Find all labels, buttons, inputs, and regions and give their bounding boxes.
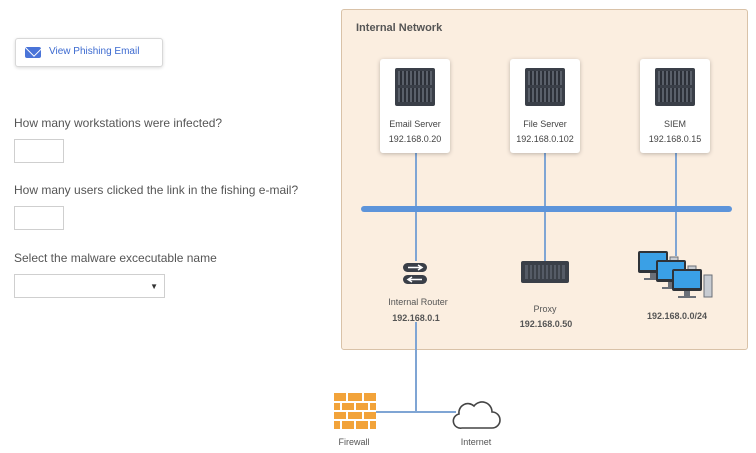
router-icon[interactable] <box>397 260 433 288</box>
siem-name: SIEM <box>663 119 686 129</box>
internal-network-title: Internal Network <box>356 22 443 34</box>
file-server-ip: 192.168.0.102 <box>516 134 574 144</box>
view-phishing-email-label: View Phishing Email <box>49 46 140 57</box>
file-server-name: File Server <box>523 119 567 129</box>
proxy-link <box>544 211 546 261</box>
firewall-icon[interactable] <box>333 392 377 430</box>
question-malware-name: Select the malware excecutable name <box>14 251 217 265</box>
siem-card[interactable]: SIEM 192.168.0.15 <box>640 59 710 153</box>
internet-label: Internet <box>460 437 492 447</box>
server-icon <box>525 68 565 106</box>
firewall-internet-link <box>372 411 456 413</box>
malware-name-select[interactable]: ▼ <box>14 274 165 298</box>
workstations-ip: 192.168.0.0/24 <box>646 311 708 321</box>
siem-ip: 192.168.0.15 <box>648 134 702 144</box>
proxy-name: Proxy <box>533 304 557 314</box>
siem-link <box>675 153 677 209</box>
email-server-ip: 192.168.0.20 <box>388 134 442 144</box>
router-ip: 192.168.0.1 <box>392 313 440 323</box>
firewall-label: Firewall <box>338 437 370 447</box>
question-infected-workstations: How many workstations were infected? <box>14 116 223 130</box>
cloud-icon[interactable] <box>450 396 502 432</box>
users-clicked-input[interactable] <box>14 206 64 230</box>
proxy-server-icon[interactable] <box>520 260 570 284</box>
infected-workstations-input[interactable] <box>14 139 64 163</box>
router-name: Internal Router <box>388 297 448 307</box>
file-server-link <box>544 153 546 209</box>
question-users-clicked: How many users clicked the link in the f… <box>14 183 299 197</box>
workstations-icon[interactable] <box>636 249 716 301</box>
file-server-card[interactable]: File Server 192.168.0.102 <box>510 59 580 153</box>
email-server-card[interactable]: Email Server 192.168.0.20 <box>380 59 450 153</box>
proxy-ip: 192.168.0.50 <box>519 319 573 329</box>
view-phishing-email-button[interactable]: View Phishing Email <box>15 38 163 67</box>
workstations-link <box>675 211 677 256</box>
network-backbone <box>361 206 732 212</box>
email-server-name: Email Server <box>389 119 441 129</box>
dropdown-arrow-icon: ▼ <box>150 282 158 291</box>
email-server-link <box>415 153 417 209</box>
router-link <box>415 211 417 261</box>
mail-icon <box>25 47 41 58</box>
router-uplink <box>415 322 417 412</box>
server-icon <box>395 68 435 106</box>
server-icon <box>655 68 695 106</box>
